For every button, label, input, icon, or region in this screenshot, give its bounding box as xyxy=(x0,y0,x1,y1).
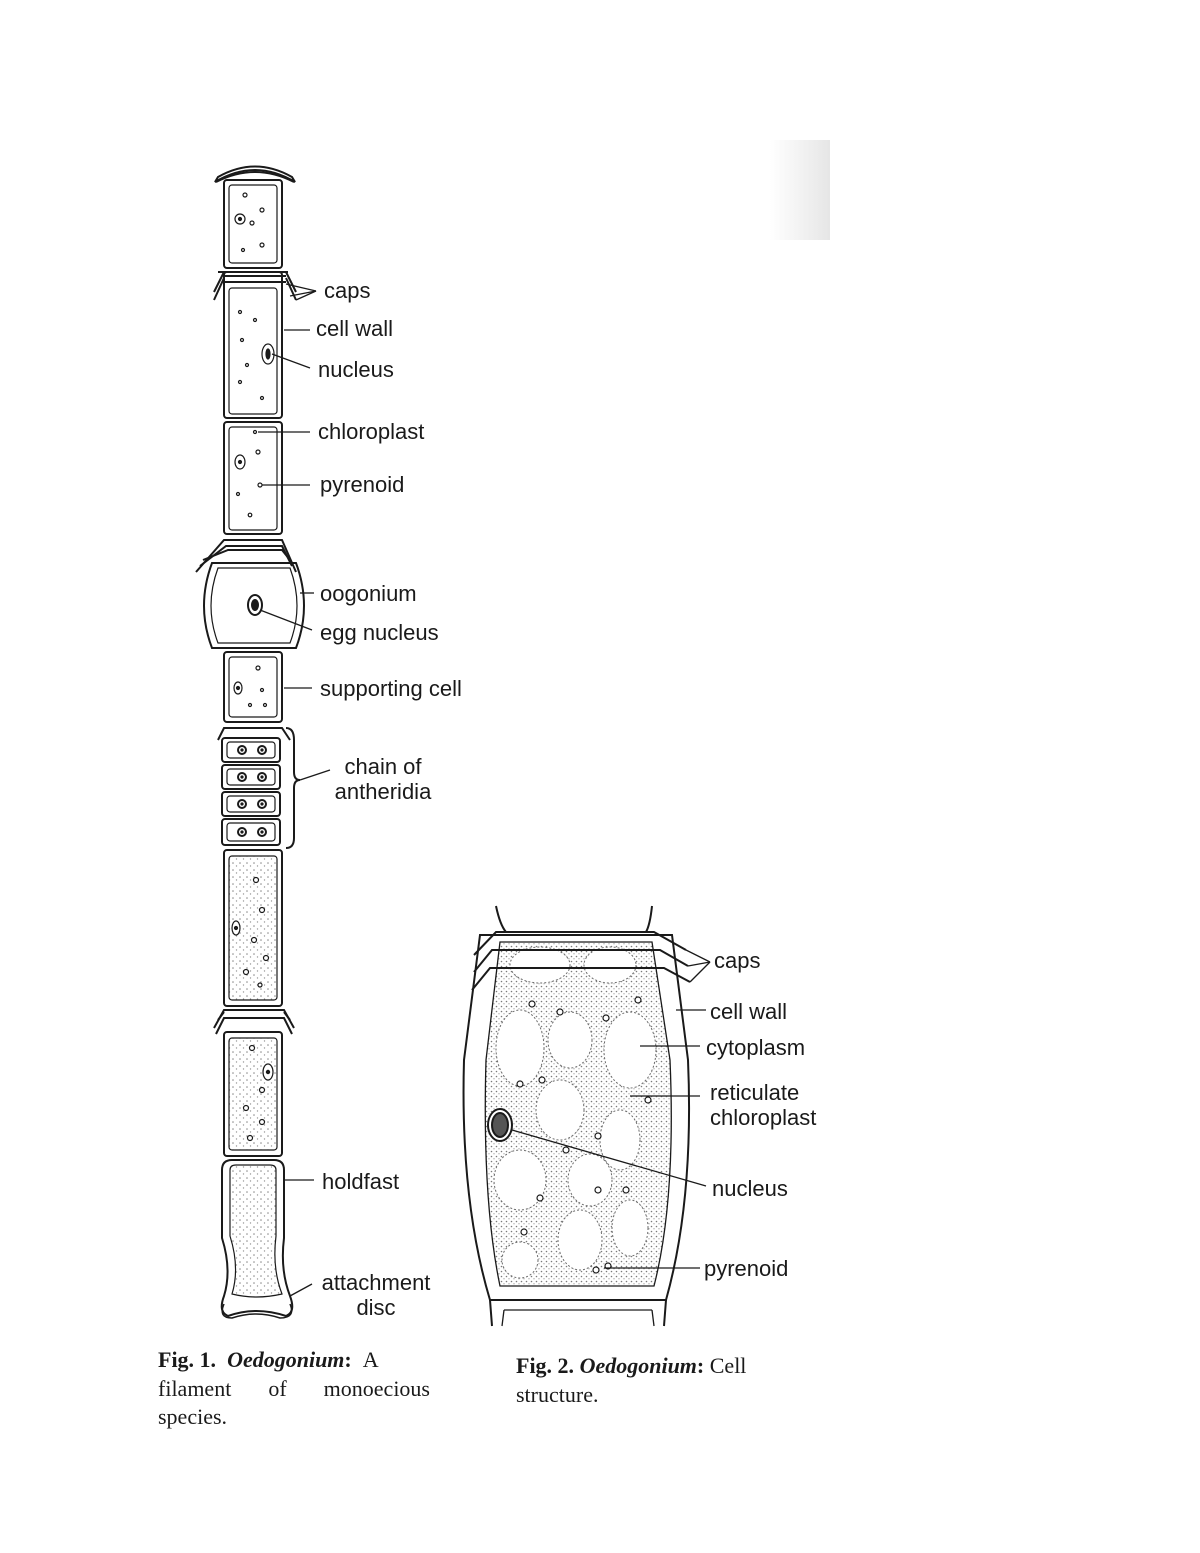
caption-fig1-colon: : xyxy=(344,1347,352,1372)
label-egg-nucleus: egg nucleus xyxy=(320,620,439,645)
label-cell-wall: cell wall xyxy=(316,316,394,341)
label-fig2-cell-wall: cell wall xyxy=(710,999,788,1024)
caps-rings-1 xyxy=(213,271,297,301)
fig1-leader-lines xyxy=(258,283,331,1297)
pyrenoids xyxy=(516,996,652,1274)
vegetative-cell-long xyxy=(223,849,283,1007)
label-chain-of-antheridia: chain of antheridia xyxy=(328,754,438,805)
caption-fig2-label: Fig. 2. xyxy=(516,1353,575,1378)
fig2-leader-lines xyxy=(511,949,711,1269)
label-fig2-cytoplasm: cytoplasm xyxy=(706,1035,806,1060)
caption-fig1-text2: filament of monoecious xyxy=(158,1375,430,1401)
label-fig2-reticulate-chloroplast: reticulate chloroplast xyxy=(710,1080,816,1131)
vegetative-cell-lower xyxy=(223,1031,283,1157)
label-fig2-pyrenoid: pyrenoid xyxy=(704,1256,789,1281)
supporting-cell xyxy=(223,651,283,723)
oogonium xyxy=(203,562,305,649)
egg-nucleus xyxy=(247,594,263,616)
caps-rings-3 xyxy=(213,1009,295,1035)
attachment-disc xyxy=(221,1303,293,1319)
caption-fig2-genus: Oedogonium xyxy=(579,1353,697,1378)
caption-fig2-text2: structure. xyxy=(516,1381,599,1407)
label-attachment-line2: disc xyxy=(356,1295,396,1321)
label-pyrenoid: pyrenoid xyxy=(320,472,405,497)
label-holdfast: holdfast xyxy=(322,1169,400,1194)
caption-fig1: Fig. 1. Oedogonium: A filament of monoec… xyxy=(158,1346,430,1432)
label-chloroplast: chloroplast xyxy=(318,419,425,444)
caption-fig1-text3: species. xyxy=(158,1404,228,1430)
label-nucleus: nucleus xyxy=(318,357,394,382)
label-attachment-line1: attachment xyxy=(321,1270,431,1295)
apical-cell xyxy=(223,179,283,269)
label-fig2-caps: caps xyxy=(714,948,761,973)
label-oogonium: oogonium xyxy=(320,581,417,606)
caps-rings-fig2 xyxy=(471,931,691,991)
vegetative-cell-2 xyxy=(223,271,283,419)
label-chain-line2: antheridia xyxy=(334,779,432,805)
vegetative-cell-3 xyxy=(223,421,283,535)
label-reticulate-line2: chloroplast xyxy=(710,1105,817,1131)
label-supporting-cell: supporting cell xyxy=(320,676,462,701)
antheridia-chain xyxy=(217,727,291,846)
caption-fig1-text1: A xyxy=(362,1347,379,1372)
caption-fig2: Fig. 2. Oedogonium: Cell structure. xyxy=(516,1352,796,1409)
apical-cap xyxy=(214,165,296,183)
caps-rings-2 xyxy=(195,539,297,573)
reticulate-chloroplast xyxy=(493,946,657,1279)
label-attachment-disc: attachment disc xyxy=(314,1270,438,1321)
caption-fig1-label: Fig. 1. xyxy=(158,1347,217,1372)
label-chain-line1: chain of xyxy=(344,754,422,779)
label-fig2-nucleus: nucleus xyxy=(712,1176,788,1201)
scan-shadow xyxy=(770,140,830,240)
label-caps: caps xyxy=(324,278,371,303)
caption-fig2-text1: Cell xyxy=(709,1353,747,1378)
holdfast-cell xyxy=(220,1159,294,1318)
caption-fig2-colon: : xyxy=(696,1353,705,1378)
caption-fig1-genus: Oedogonium xyxy=(227,1347,345,1372)
label-reticulate-line1: reticulate xyxy=(710,1080,800,1105)
